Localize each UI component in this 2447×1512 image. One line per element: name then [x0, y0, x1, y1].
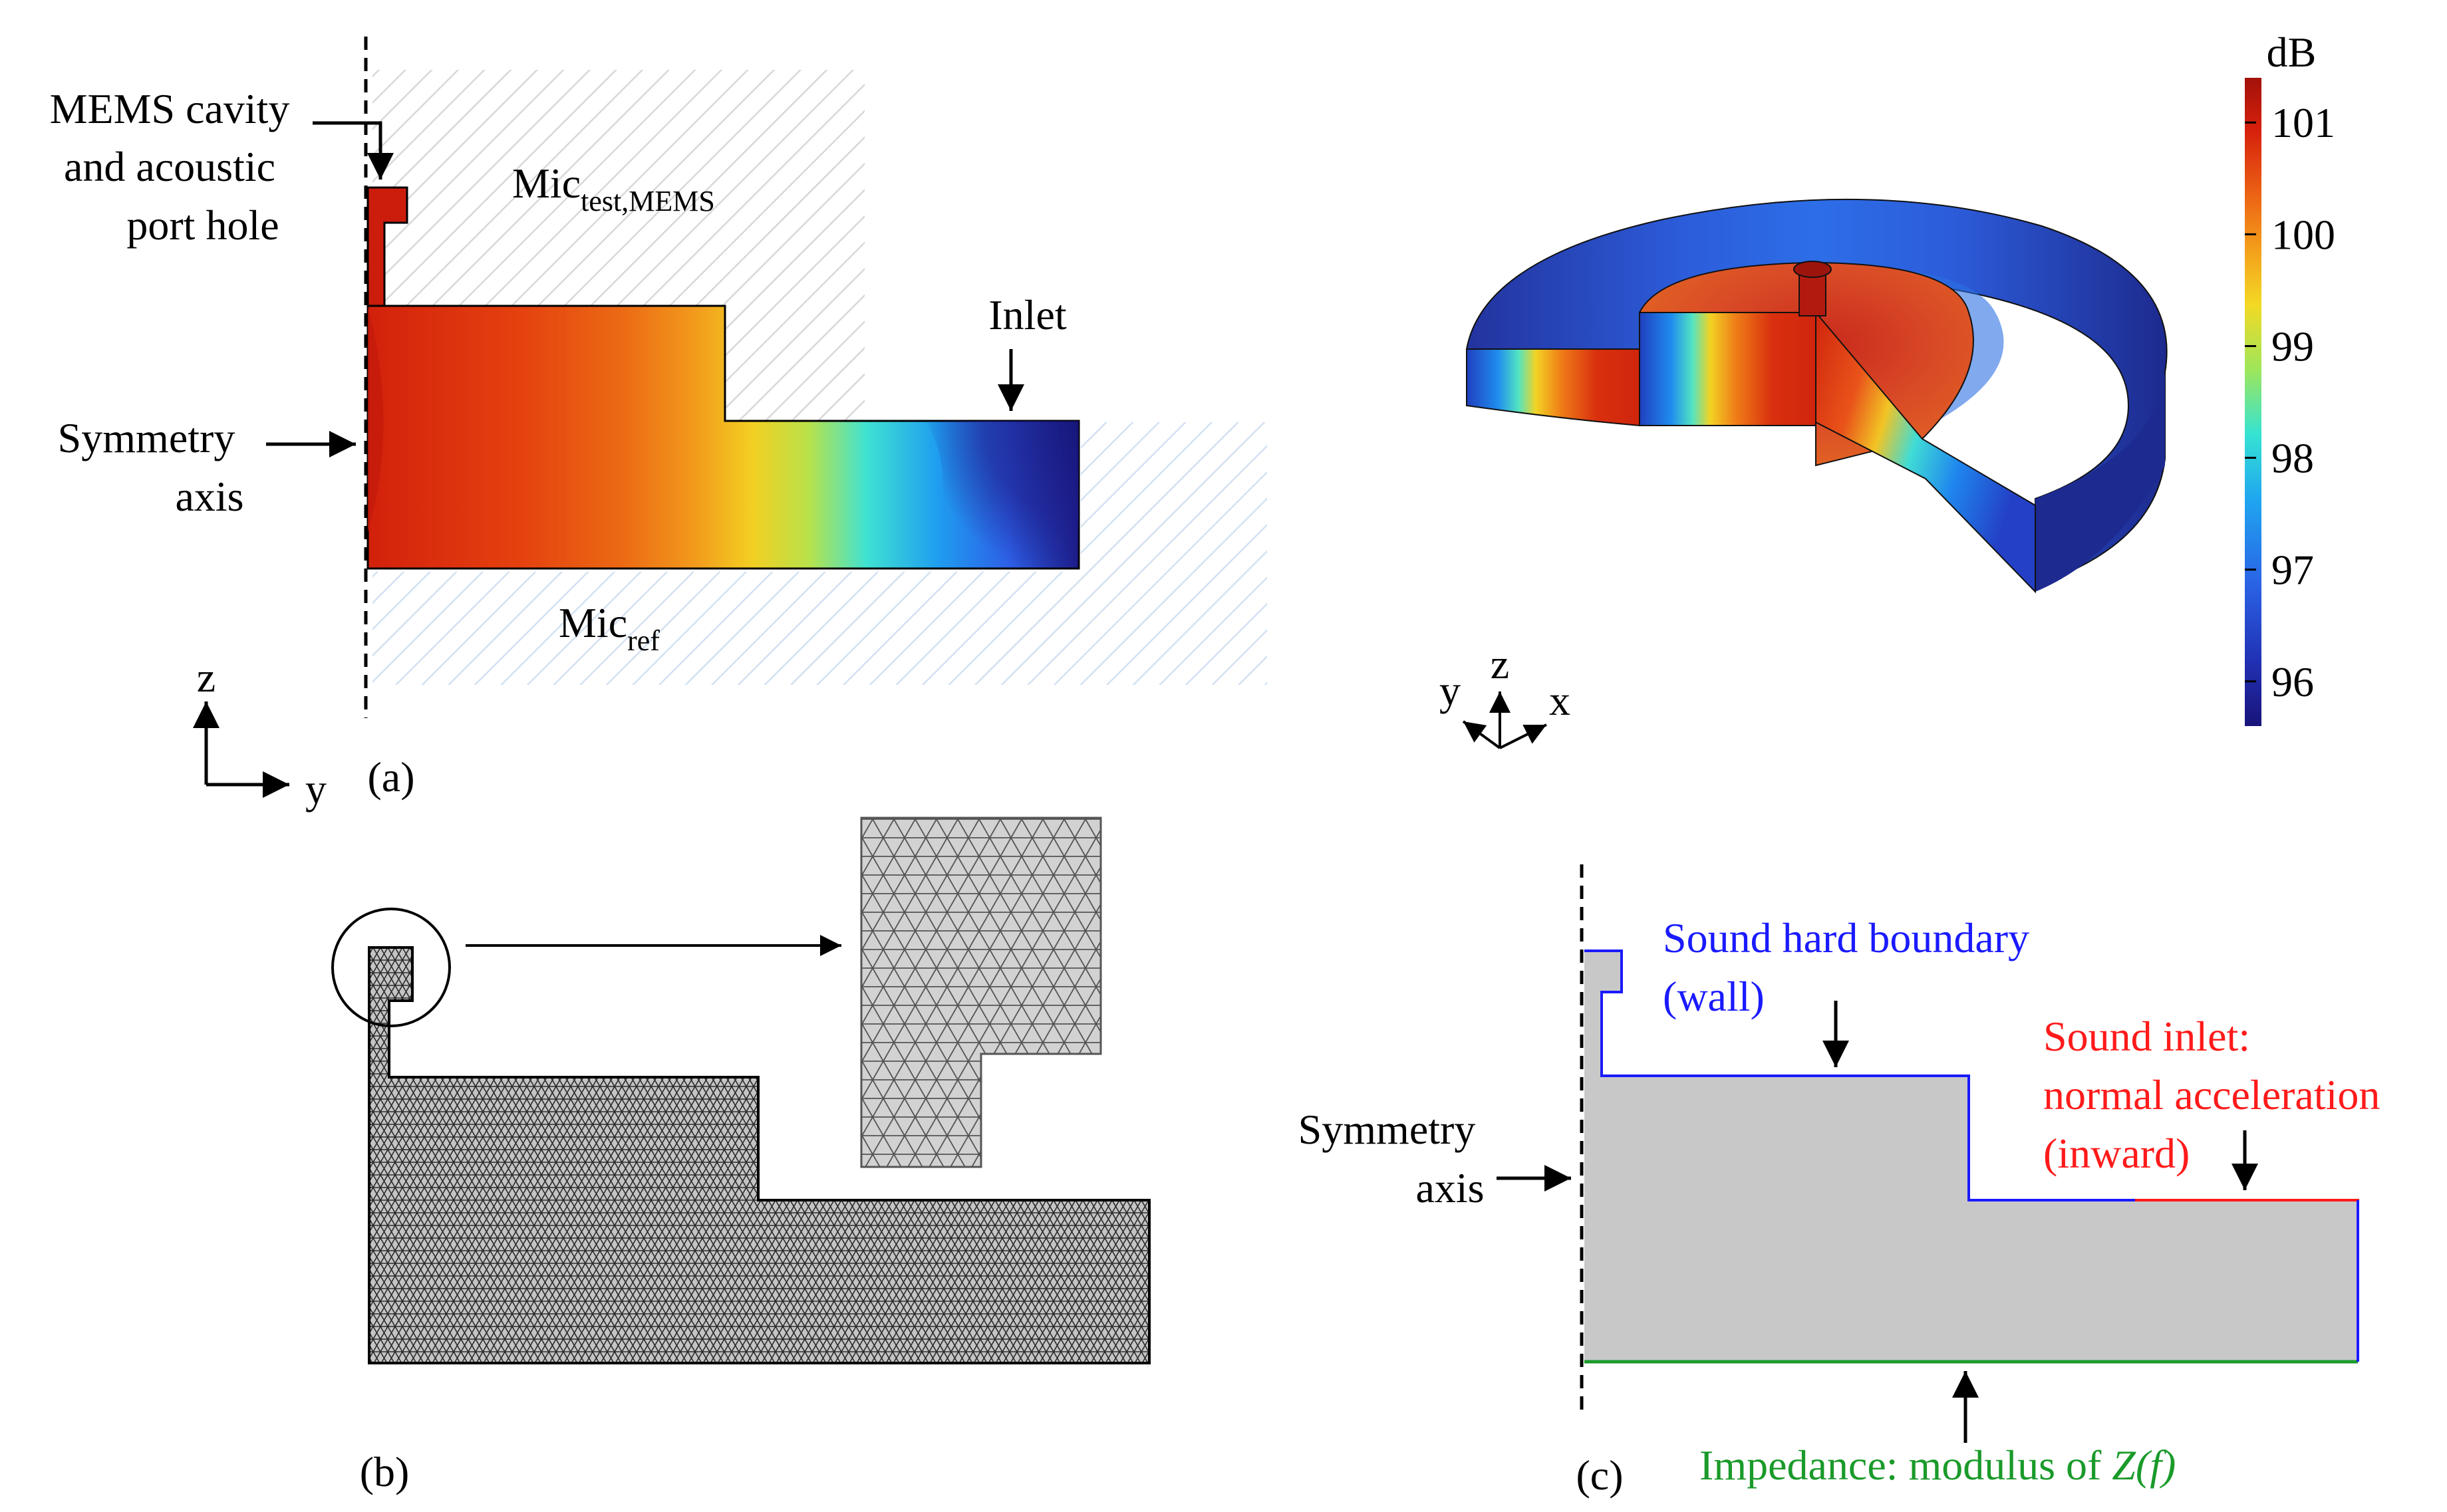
panel-b-label: (b) [360, 1448, 410, 1495]
axis-dark-red [368, 306, 384, 532]
outer-ref-region [1081, 422, 1267, 572]
colorbar-tick-label: 99 [2271, 322, 2314, 370]
cut-face-right [1815, 311, 2036, 594]
colorbar-tick-label: 98 [2271, 435, 2314, 482]
cavity-label-2: and acoustic [64, 143, 275, 190]
port-top [1793, 261, 1832, 278]
ring-outer-side [2035, 372, 2165, 592]
inlet-label-1: Sound inlet: [2043, 1013, 2250, 1060]
symmetry-label-1: Symmetry [58, 414, 235, 461]
impedance-label: Impedance: modulus of Z(f) [1699, 1442, 2176, 1489]
cut-face-center [1639, 312, 1816, 426]
panel-b: (b) [331, 817, 1151, 1495]
panel-3d: y z x dB 101 100 99 98 97 96 [1439, 29, 2335, 749]
cavity-label-1: MEMS cavity [50, 85, 290, 132]
colorbar-ticks: 101 100 99 98 97 96 [2245, 99, 2335, 705]
mesh-zoom [860, 817, 1102, 1168]
panel-a-label: (a) [367, 753, 414, 801]
mems-cavity [366, 186, 408, 307]
colorbar-tick-label: 96 [2271, 658, 2314, 705]
symmetry-c-label-1: Symmetry [1298, 1106, 1476, 1153]
mesh-domain [368, 946, 1151, 1364]
panel-c: Sound hard boundary (wall) Sound inlet: … [1298, 864, 2380, 1499]
cut-face-left [1466, 348, 1640, 427]
3d-axis-y [1462, 720, 1501, 749]
mic-test-label: Mictest,MEMS [512, 160, 715, 217]
inlet-label-3: (inward) [2043, 1130, 2190, 1177]
panel-a: MEMS cavity and acoustic port hole Micte… [50, 37, 1267, 813]
3d-axis-z-label: z [1491, 640, 1509, 688]
domain-c [1584, 951, 2358, 1362]
cavity-arrow [313, 121, 394, 180]
colorbar [2245, 78, 2261, 726]
colorbar-tick-label: 97 [2271, 547, 2314, 594]
wall-boundary [1584, 949, 2135, 1201]
colorbar-unit: dB [2267, 29, 2317, 76]
axis-z-label: z [197, 654, 216, 701]
inlet-label-2: normal acceleration [2043, 1071, 2380, 1118]
symmetry-c-label-2: axis [1415, 1164, 1484, 1211]
mic-ref-label: Micref [559, 599, 660, 657]
wall-label-2: (wall) [1663, 973, 1765, 1020]
zoom-circle [331, 908, 451, 1027]
wall-label-1: Sound hard boundary [1663, 914, 2029, 961]
cavity-label-3: port hole [126, 201, 279, 249]
3d-axis-y-label: y [1439, 667, 1461, 714]
panel-c-label: (c) [1576, 1451, 1623, 1499]
inlet-label: Inlet [988, 291, 1067, 338]
inlet-dark-zone [925, 421, 1079, 568]
mic-ref-region [372, 572, 1267, 685]
axis-y-label: y [305, 765, 327, 813]
symmetry-label-2: axis [175, 473, 243, 520]
3d-axis-x-label: x [1549, 677, 1570, 724]
colorbar-tick-label: 100 [2271, 211, 2335, 258]
3d-axis-x [1499, 723, 1547, 749]
colorbar-tick-label: 101 [2271, 99, 2335, 146]
